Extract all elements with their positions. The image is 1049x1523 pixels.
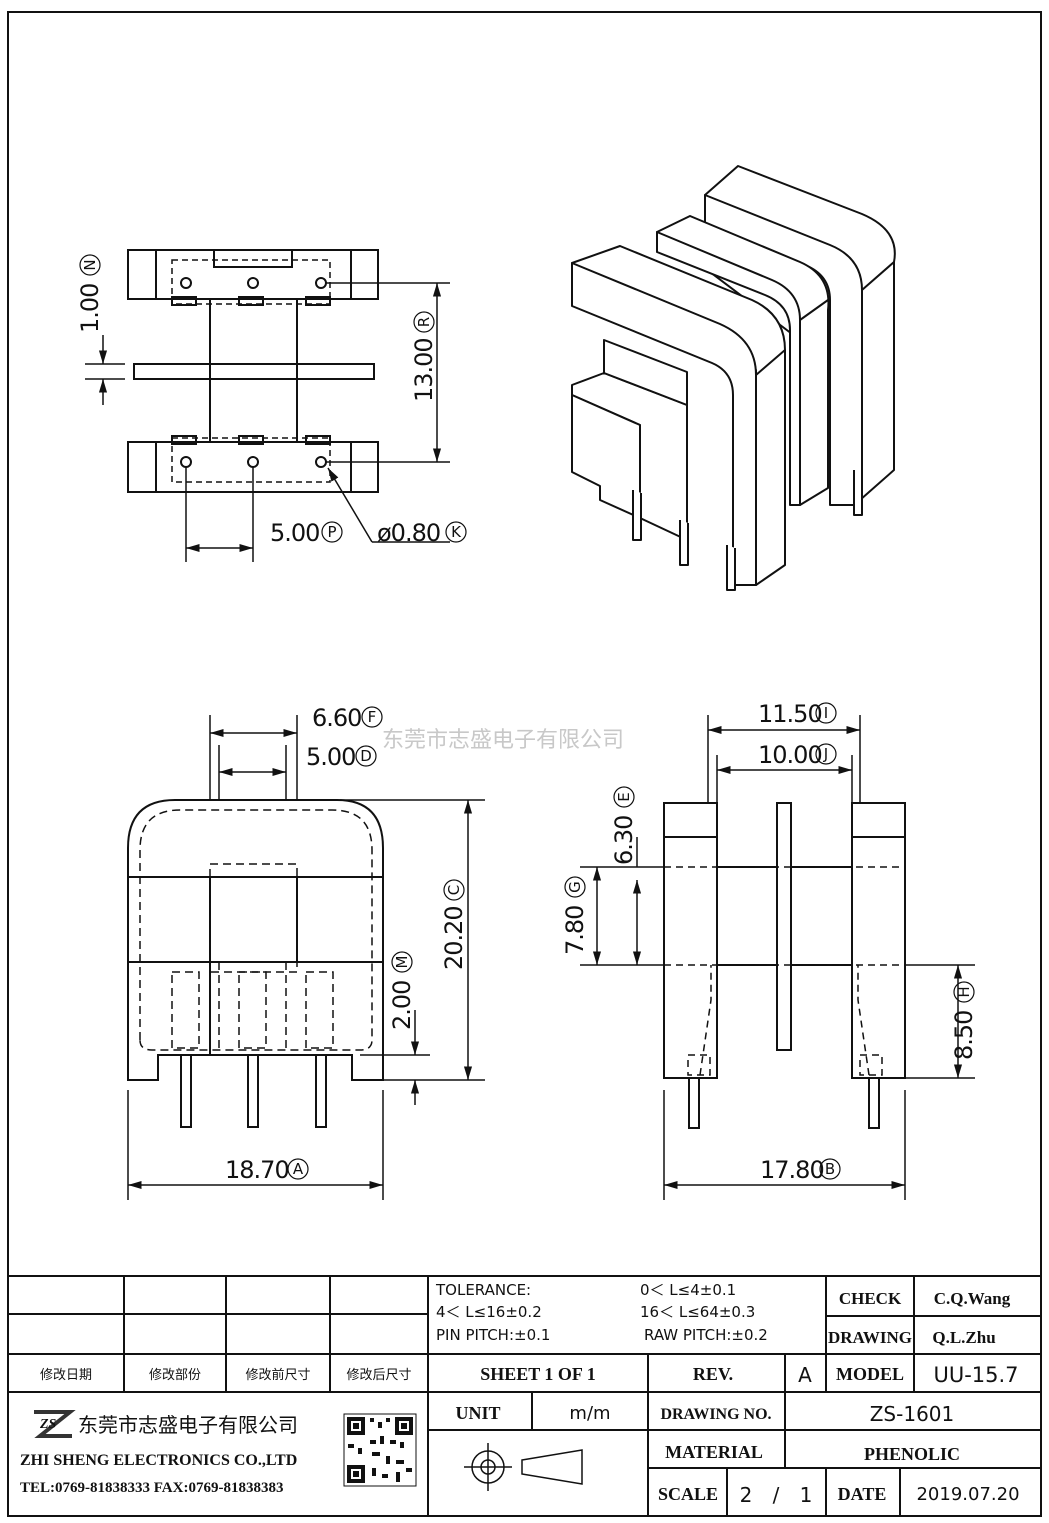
- company-name-en: ZHI SHENG ELECTRONICS CO.,LTD: [20, 1452, 297, 1469]
- svg-text:6.30: 6.30: [610, 816, 638, 865]
- svg-text:10.00: 10.00: [758, 741, 822, 769]
- svg-text:2.00: 2.00: [388, 981, 416, 1030]
- pin-pitch: PIN PITCH:±0.1: [436, 1326, 550, 1344]
- tolerance-line-3: 16＜ L≤64±0.3: [640, 1303, 755, 1321]
- top-view-dims: [85, 282, 450, 562]
- front-view: [127, 799, 384, 1128]
- company-name-cn: 东莞市志盛电子有限公司: [78, 1413, 298, 1437]
- dim-a: 18.70 A: [225, 1156, 309, 1184]
- svg-text:F: F: [368, 708, 377, 726]
- svg-text:6.60: 6.60: [312, 704, 361, 732]
- svg-text:13.00: 13.00: [410, 338, 438, 402]
- svg-text:B: B: [825, 1160, 835, 1178]
- svg-text:I: I: [824, 704, 828, 722]
- svg-text:J: J: [823, 745, 828, 763]
- svg-text:D: D: [360, 747, 372, 765]
- dim-j: 10.00 J: [758, 741, 837, 769]
- dim-m: 2.00 M: [388, 951, 416, 1030]
- drawing-no-label: DRAWING NO.: [660, 1406, 771, 1423]
- qr-code: [343, 1413, 417, 1487]
- rev-header-after: 修改后尺寸: [346, 1368, 411, 1383]
- rev-header-part: 修改部份: [149, 1368, 201, 1383]
- svg-text:18.70: 18.70: [225, 1156, 289, 1184]
- svg-text:ZS: ZS: [39, 1417, 57, 1432]
- rev-header-date: 修改日期: [40, 1368, 92, 1383]
- side-view-dims: [580, 715, 975, 1200]
- dim-k: ø0.80 K: [377, 519, 467, 547]
- dim-e: 6.30 E: [610, 786, 638, 865]
- dim-r: 13.00 R: [410, 311, 438, 402]
- dim-p: 5.00 P: [270, 519, 343, 547]
- check-value: C.Q.Wang: [934, 1289, 1011, 1308]
- material-value: PHENOLIC: [864, 1444, 960, 1464]
- top-view: [127, 249, 379, 493]
- scale-numerator: 2: [740, 1483, 753, 1507]
- scale-denominator: 1: [800, 1483, 813, 1507]
- svg-text:P: P: [327, 523, 336, 541]
- check-label: CHECK: [839, 1289, 902, 1308]
- sheet-info: SHEET 1 OF 1: [480, 1364, 596, 1384]
- svg-text:R: R: [415, 317, 433, 327]
- dim-n: 1.00 N: [76, 254, 104, 333]
- svg-text:E: E: [615, 792, 633, 801]
- raw-pitch: RAW PITCH:±0.2: [644, 1326, 768, 1344]
- svg-text:M: M: [393, 956, 411, 969]
- svg-text:8.50: 8.50: [950, 1011, 978, 1060]
- isometric-view: [571, 165, 896, 591]
- tolerance-title: TOLERANCE:: [435, 1281, 531, 1299]
- date-value: 2019.07.20: [916, 1484, 1019, 1505]
- front-view-dims: [127, 715, 485, 1200]
- unit-value: m/m: [569, 1403, 610, 1424]
- svg-text:11.50: 11.50: [758, 700, 822, 728]
- dim-g: 7.80 G: [561, 876, 589, 955]
- svg-text:G: G: [566, 881, 584, 893]
- company-tel-fax: TEL:0769-81838333 FAX:0769-81838383: [20, 1480, 283, 1496]
- svg-text:N: N: [81, 259, 99, 270]
- rev-header-before: 修改前尺寸: [245, 1367, 310, 1383]
- svg-text:C: C: [445, 885, 463, 895]
- model-value: UU-15.7: [933, 1363, 1018, 1387]
- svg-text:H: H: [955, 986, 973, 997]
- date-label: DATE: [838, 1484, 887, 1504]
- material-label: MATERIAL: [665, 1442, 763, 1462]
- rev-value: A: [798, 1363, 812, 1387]
- dim-i: 11.50 I: [758, 700, 837, 728]
- rev-label: REV.: [693, 1364, 733, 1384]
- dim-c: 20.20 C: [440, 879, 468, 970]
- drawing-no-value: ZS-1601: [870, 1402, 955, 1426]
- svg-text:5.00: 5.00: [306, 743, 355, 771]
- drawing-value: Q.L.Zhu: [932, 1328, 995, 1347]
- svg-text:A: A: [293, 1160, 304, 1178]
- title-block: [8, 1275, 1041, 1516]
- dim-f: 6.60 F: [312, 704, 383, 732]
- svg-text:1.00: 1.00: [76, 284, 104, 333]
- svg-text:17.80: 17.80: [760, 1156, 824, 1184]
- drawing-label: DRAWING: [828, 1328, 912, 1347]
- sheet-border: [7, 11, 1042, 1517]
- company-logo: ZS: [34, 1410, 76, 1438]
- svg-text:5.00: 5.00: [270, 519, 319, 547]
- unit-label: UNIT: [455, 1403, 500, 1423]
- model-label: MODEL: [836, 1364, 904, 1384]
- dim-d: 5.00 D: [306, 743, 377, 771]
- svg-text:K: K: [451, 523, 462, 541]
- projection-symbol: [464, 1443, 583, 1491]
- svg-text:ø0.80: ø0.80: [377, 519, 440, 547]
- tolerance-line-2: 0＜ L≤4±0.1: [640, 1281, 736, 1299]
- dim-h: 8.50 H: [950, 981, 978, 1060]
- svg-text:20.20: 20.20: [440, 906, 468, 970]
- dim-b: 17.80 B: [760, 1156, 841, 1184]
- scale-label: SCALE: [658, 1484, 718, 1504]
- watermark-text: 东莞市志盛电子有限公司: [382, 728, 624, 753]
- svg-text:7.80: 7.80: [561, 906, 589, 955]
- side-view: [663, 802, 906, 1129]
- tolerance-line-1: 4＜ L≤16±0.2: [436, 1303, 542, 1321]
- scale-separator: /: [773, 1483, 780, 1507]
